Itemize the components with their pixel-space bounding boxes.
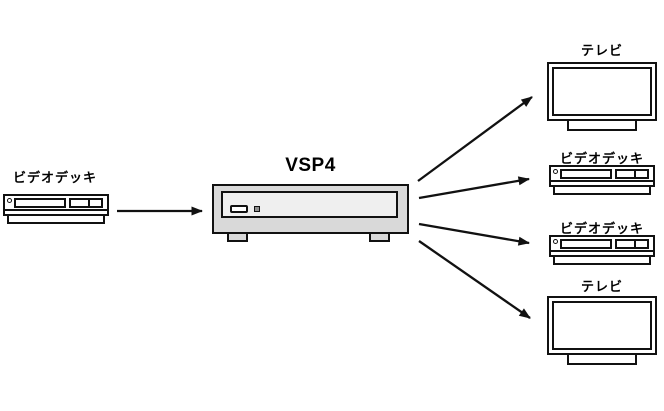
vcr-body bbox=[3, 194, 109, 216]
hub-power-button bbox=[230, 205, 248, 213]
tv-stand bbox=[567, 355, 637, 365]
vcr-led-icon bbox=[7, 198, 12, 203]
vcr-led-icon bbox=[553, 239, 558, 244]
vcr-body bbox=[549, 235, 655, 257]
output-vcr-2-icon bbox=[549, 235, 655, 265]
vcr-tape-slot bbox=[560, 169, 612, 179]
tv-screen bbox=[547, 62, 657, 121]
arrow-hub-to-vcr-2 bbox=[418, 222, 530, 246]
vcr-button bbox=[90, 198, 103, 208]
tv-stand bbox=[567, 121, 637, 131]
hub-front-panel bbox=[221, 191, 398, 218]
tv-screen bbox=[547, 296, 657, 355]
vcr-base bbox=[553, 187, 651, 195]
output-tv-top-icon bbox=[547, 62, 657, 131]
vcr-buttons bbox=[69, 198, 103, 208]
hub-indicator-icon bbox=[254, 206, 260, 212]
output-tv-top-label: テレビ bbox=[580, 43, 623, 58]
vcr-buttons bbox=[615, 169, 649, 179]
vcr-button bbox=[69, 198, 90, 208]
vcr-body bbox=[549, 165, 655, 187]
vcr-bottom-strip bbox=[551, 180, 653, 185]
vcr-button bbox=[615, 169, 636, 179]
output-vcr-1-label: ビデオデッキ bbox=[559, 151, 644, 166]
source-vcr-icon bbox=[3, 194, 109, 224]
vcr-tape-slot bbox=[14, 198, 66, 208]
hub-foot-left bbox=[227, 234, 248, 242]
vcr-button bbox=[615, 239, 636, 249]
arrow-hub-to-tv-bottom bbox=[418, 240, 531, 319]
hub-vsp4-icon bbox=[212, 184, 409, 234]
output-vcr-2-label: ビデオデッキ bbox=[559, 221, 644, 236]
vcr-button bbox=[636, 169, 649, 179]
vcr-led-icon bbox=[553, 169, 558, 174]
source-vcr-label: ビデオデッキ bbox=[12, 170, 97, 185]
vcr-bottom-strip bbox=[551, 250, 653, 255]
tv-screen-inner bbox=[552, 301, 652, 350]
vcr-base bbox=[553, 257, 651, 265]
hub-vsp4-label: VSP4 bbox=[285, 155, 336, 176]
arrow-hub-to-vcr-1 bbox=[418, 176, 530, 200]
vcr-bottom-strip bbox=[5, 209, 107, 214]
vcr-base bbox=[7, 216, 105, 224]
arrow-hub-to-tv-top bbox=[417, 96, 533, 182]
hub-foot-right bbox=[369, 234, 390, 242]
vcr-buttons bbox=[615, 239, 649, 249]
vcr-tape-slot bbox=[560, 239, 612, 249]
tv-screen-inner bbox=[552, 67, 652, 116]
output-vcr-1-icon bbox=[549, 165, 655, 195]
vcr-button bbox=[636, 239, 649, 249]
output-tv-bottom-label: テレビ bbox=[580, 279, 623, 294]
output-tv-bottom-icon bbox=[547, 296, 657, 365]
